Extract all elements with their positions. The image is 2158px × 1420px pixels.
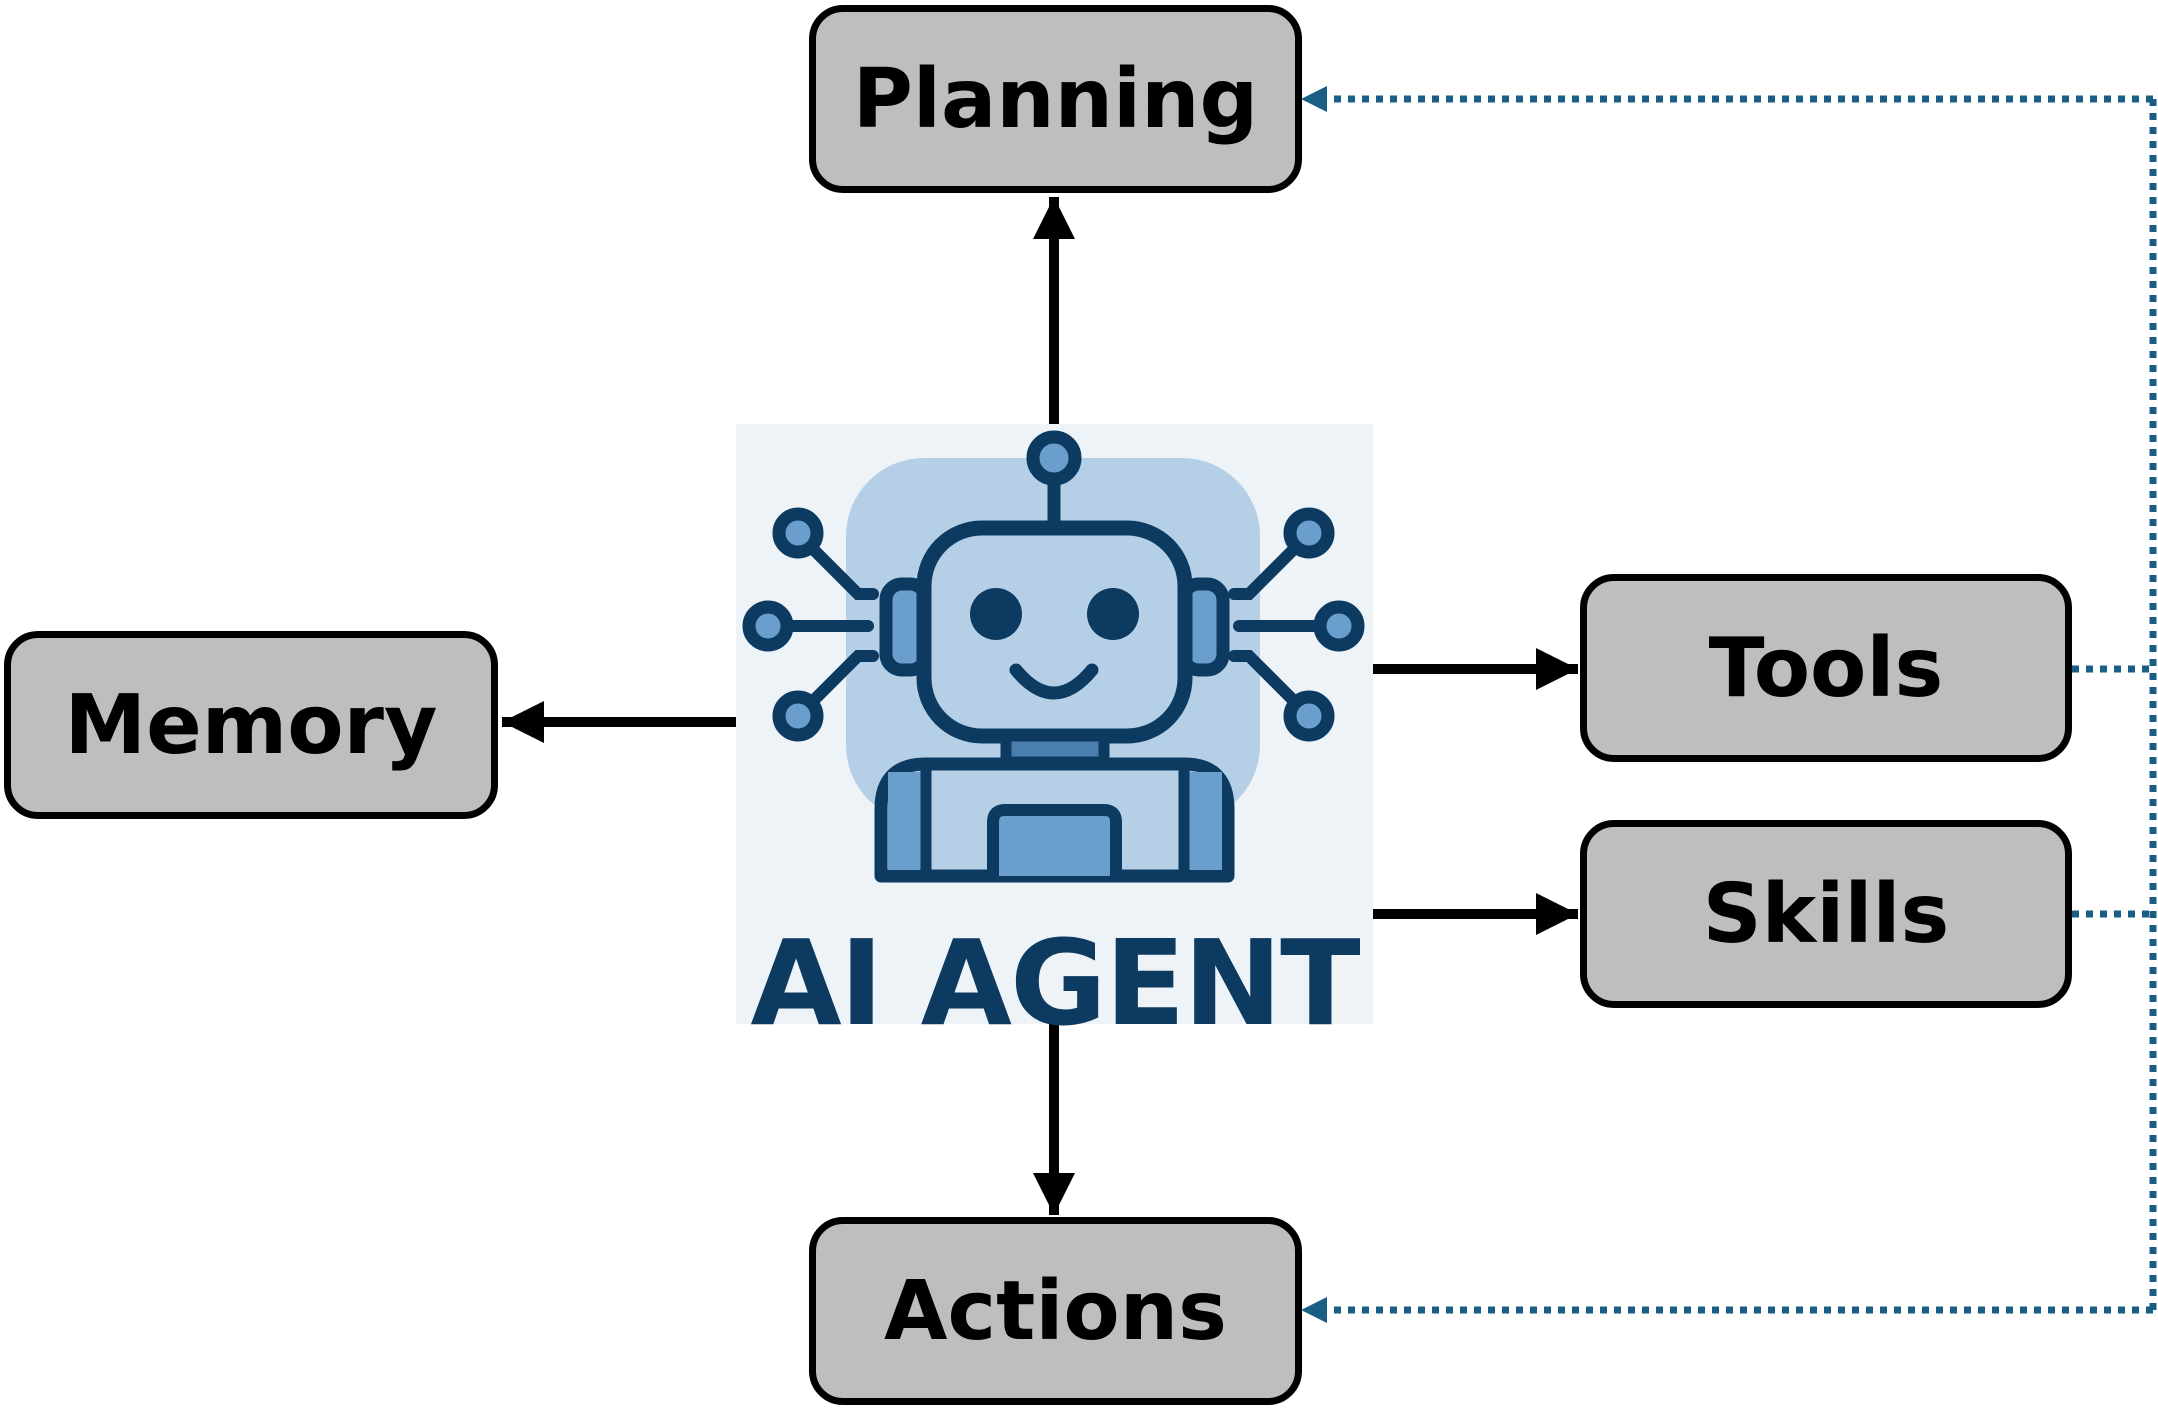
dotted-arrowhead-actions: [1301, 1297, 1327, 1323]
robot-shoulder-left: [888, 772, 922, 870]
circuit-node: [742, 600, 794, 652]
dotted-arrowhead-planning: [1301, 86, 1327, 112]
robot-smile: [1009, 663, 1099, 700]
circuit-node: [772, 507, 824, 559]
ai-agent-node: AI AGENT: [736, 424, 1373, 1052]
robot-eye-right: [1087, 588, 1139, 640]
robot-chest-panel: [987, 804, 1122, 876]
skills-label: Skills: [1702, 866, 1950, 962]
circuit-line: [1228, 650, 1301, 708]
ai-agent-label: AI AGENT: [750, 914, 1360, 1052]
memory-node: Memory: [4, 631, 498, 819]
tools-node: Tools: [1580, 574, 2072, 762]
robot-icon: [742, 430, 1365, 883]
planning-label: Planning: [852, 51, 1259, 147]
circuit-line: [806, 542, 879, 600]
actions-node: Actions: [809, 1217, 1302, 1405]
circuit-node: [1283, 690, 1335, 742]
planning-node: Planning: [809, 5, 1302, 193]
robot-eye-left: [970, 588, 1022, 640]
circuit-node: [1283, 507, 1335, 559]
circuit-line: [1228, 542, 1301, 600]
actions-label: Actions: [884, 1263, 1227, 1359]
circuit-node: [772, 690, 824, 742]
tools-label: Tools: [1708, 620, 1944, 716]
robot-head: [916, 520, 1193, 744]
robot-shoulder-right: [1188, 772, 1222, 870]
circuit-line: [806, 650, 879, 708]
memory-label: Memory: [64, 677, 438, 773]
skills-node: Skills: [1580, 820, 2072, 1008]
circuit-node: [1313, 600, 1365, 652]
antenna-tip: [1026, 430, 1082, 486]
